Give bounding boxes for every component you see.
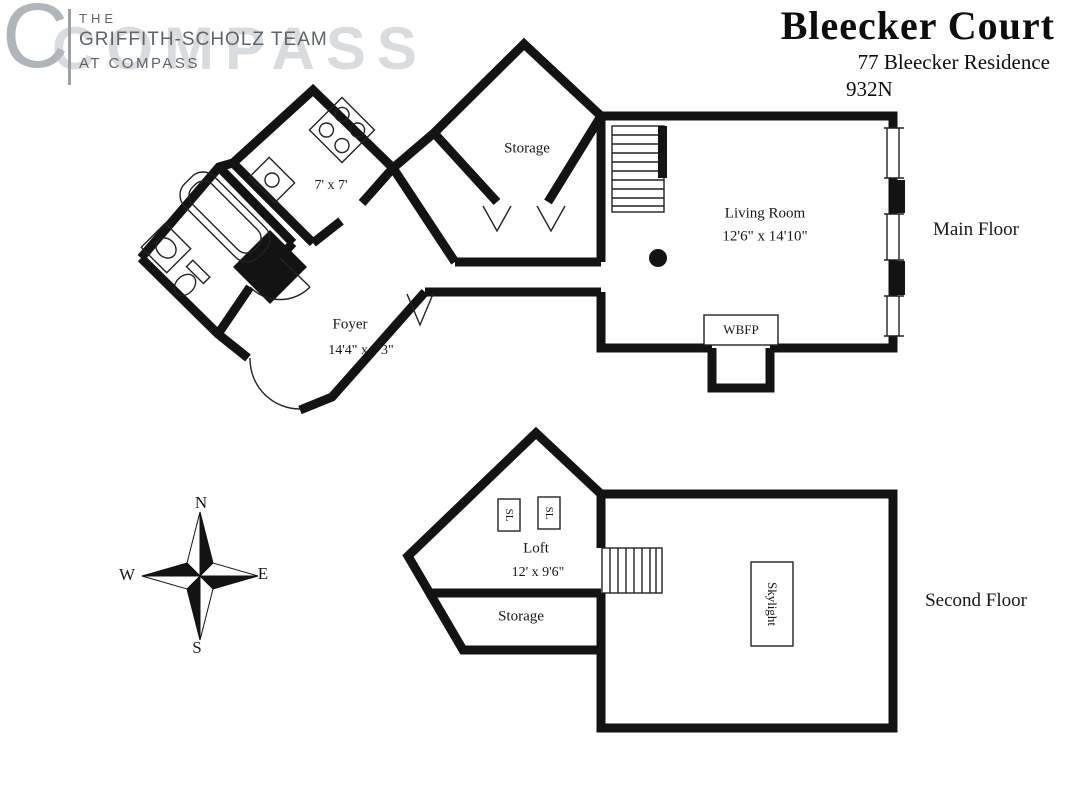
main-floor-plan	[137, 37, 905, 415]
column-dot	[649, 249, 667, 267]
second-outer-wall	[402, 426, 898, 733]
compass-south-label: S	[192, 638, 202, 657]
unit-number: 932N	[846, 77, 893, 101]
team-name-line1: THE	[79, 11, 117, 26]
team-name-line2: GRIFFITH-SCHOLZ TEAM	[79, 29, 328, 50]
main-floor-label: Main Floor	[932, 219, 1020, 240]
storage-wall-right	[544, 113, 605, 205]
closet-solid-block	[233, 230, 307, 304]
bathroom-ne-wall	[215, 163, 297, 247]
toilet-icon	[173, 259, 211, 297]
foyer-se-wall	[298, 289, 429, 415]
hall-diagonal-wall	[389, 165, 459, 265]
compass-watermark: COMPASS	[52, 15, 428, 82]
kitchen-sw-wall	[229, 159, 317, 247]
stove-icon	[308, 96, 376, 164]
compass-north-label: N	[194, 493, 208, 512]
kitchen-se-wall-upper	[358, 165, 397, 206]
skylight-box	[750, 561, 794, 647]
living-room-dims: 12'6" x 14'10"	[722, 228, 808, 245]
kitchen-dims: 7' x 7'	[314, 178, 348, 193]
bathtub-icon	[179, 171, 271, 263]
sl-box	[537, 496, 561, 530]
staircase-second	[601, 547, 663, 594]
bathroom-door-arc	[249, 257, 311, 301]
kitchen-se-wall-lower	[310, 217, 344, 247]
sl-label: SL	[503, 508, 515, 522]
page-subtitle: 77 Bleecker Residence	[857, 50, 1050, 74]
storage-main-label: Storage	[504, 140, 550, 157]
compass-east-label: E	[257, 564, 269, 583]
entry-door-arc	[249, 357, 302, 410]
skylight-label: Skylight	[765, 581, 780, 627]
window-pier	[891, 180, 905, 213]
compass-rose	[141, 511, 259, 641]
loft-label: Loft	[523, 540, 549, 557]
bathroom-sink-icon	[140, 222, 192, 274]
compass-west-label: W	[118, 565, 136, 584]
living-room-windows	[884, 127, 905, 337]
bathroom-door-jamb-bottom	[214, 284, 254, 337]
storage-door-swing	[536, 205, 566, 233]
main-outer-wall	[137, 37, 898, 353]
team-name-line3: AT COMPASS	[79, 55, 200, 72]
living-room-bottom-wall	[596, 292, 712, 353]
storage-wall-left	[430, 129, 501, 206]
storage-door-swing	[482, 205, 512, 233]
staircase-main	[611, 125, 667, 213]
brand-divider	[68, 9, 71, 85]
wbfp-box	[703, 314, 779, 346]
storage-second-label: Storage	[498, 608, 544, 625]
team-name-block: THE GRIFFITH-SCHOLZ TEAM AT COMPASS	[79, 11, 328, 72]
sl-box	[497, 498, 521, 532]
foyer-label: Foyer	[332, 316, 368, 333]
foyer-dims: 14'4" x 7'3"	[328, 343, 394, 358]
compass-logo-mark: C	[2, 0, 69, 87]
second-floor-plan	[402, 426, 898, 733]
fireplace-niche-wall	[707, 348, 775, 393]
sl-label: SL	[543, 506, 555, 520]
page-title: Bleecker Court	[780, 3, 1055, 48]
kitchen-sink-icon	[248, 156, 296, 204]
wbfp-label: WBFP	[723, 322, 759, 337]
corridor-door-swing	[406, 293, 434, 327]
window-pier	[891, 261, 905, 295]
second-floor-label: Second Floor	[925, 590, 1027, 611]
loft-dims: 12' x 9'6"	[511, 565, 565, 580]
living-room-label: Living Room	[724, 205, 806, 222]
